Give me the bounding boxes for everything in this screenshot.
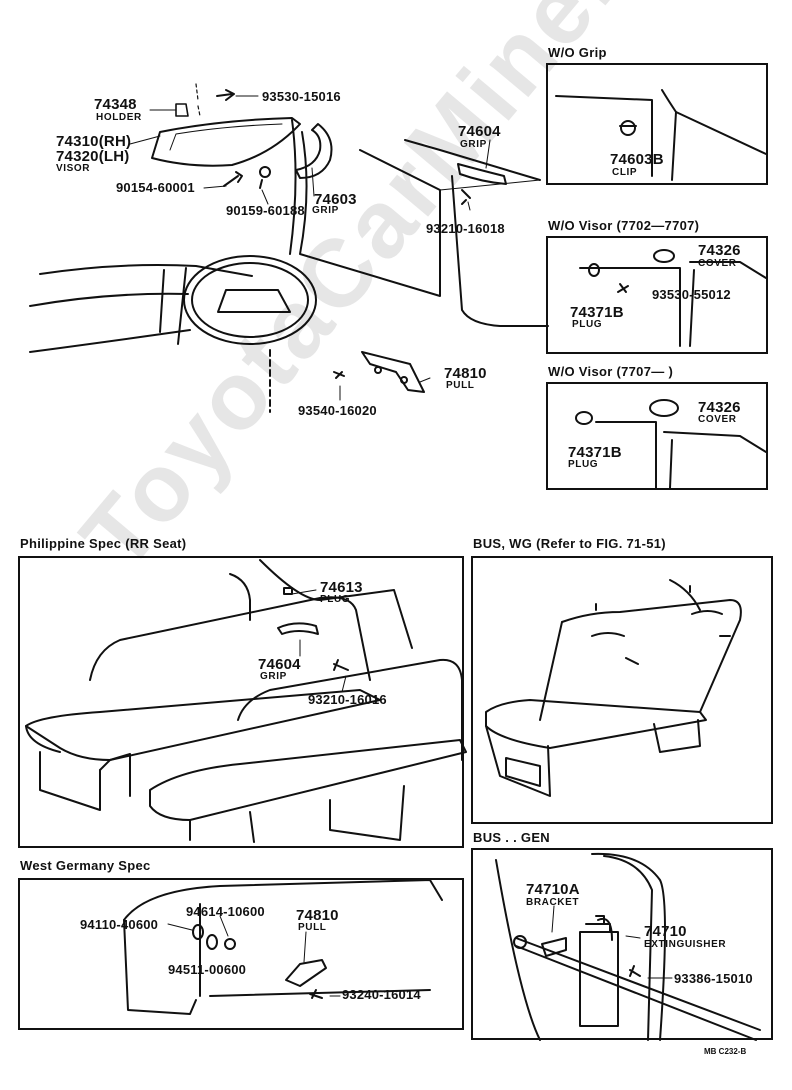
part-74371b-a: 74371B [570, 304, 624, 321]
cab-interior-drawing [29, 83, 549, 413]
heading-wo-visor-2: W/O Visor (7707— ) [548, 364, 674, 379]
bus-wg-seat-drawing [485, 579, 742, 797]
west-germany-drawing [123, 879, 443, 1015]
label-visor: VISOR [56, 163, 91, 174]
heading-bus-gen: BUS . . GEN [473, 830, 550, 845]
heading-bus-wg: BUS, WG (Refer to FIG. 71-51) [473, 536, 666, 551]
bus-gen-drawing [495, 852, 761, 1041]
part-74603b: 74603B [610, 151, 664, 168]
part-74326-b: 74326 [698, 399, 741, 416]
label-grip-74604: GRIP [460, 139, 487, 150]
part-74810-main: 74810 [444, 365, 487, 382]
west-germany-frame [18, 878, 464, 1030]
bus-gen-frame [471, 848, 773, 1040]
part-93210-16018: 93210-16018 [426, 221, 505, 236]
philippine-seats-drawing [25, 559, 467, 843]
part-74326-a: 74326 [698, 242, 741, 259]
label-cover-b: COVER [698, 414, 737, 425]
part-93540-16020: 93540-16020 [298, 403, 377, 418]
heading-wo-visor-1: W/O Visor (7702—7707) [548, 218, 700, 233]
label-plug-b: PLUG [568, 459, 599, 470]
part-74710a: 74710A [526, 881, 580, 898]
label-grip-phil: GRIP [260, 671, 287, 682]
part-93530-15016: 93530-15016 [262, 89, 341, 104]
part-74613: 74613 [320, 579, 363, 596]
part-90159-60188: 90159-60188 [226, 203, 305, 218]
part-93240-16014: 93240-16014 [342, 987, 421, 1002]
wo-grip-frame [546, 63, 768, 185]
part-93530-55012: 93530-55012 [652, 287, 731, 302]
part-74810-wg: 74810 [296, 907, 339, 924]
label-pull-wg: PULL [298, 922, 327, 933]
part-74604-phil: 74604 [258, 656, 301, 673]
label-clip: CLIP [612, 167, 638, 178]
label-plug-phil: PLUG [320, 594, 351, 605]
part-74310: 74310(RH) [56, 133, 132, 150]
wo-visor-2-drawing [575, 399, 767, 489]
part-93386-15010: 93386-15010 [674, 971, 753, 986]
label-cover-a: COVER [698, 258, 737, 269]
part-94511-00600: 94511-00600 [168, 962, 247, 977]
part-74320: 74320(LH) [56, 148, 130, 165]
heading-west-germany: West Germany Spec [20, 858, 151, 873]
part-90154-60001: 90154-60001 [116, 180, 195, 195]
bus-wg-frame [471, 556, 773, 824]
label-pull-main: PULL [446, 380, 475, 391]
label-holder: HOLDER [96, 112, 142, 123]
wo-grip-drawing [555, 89, 767, 181]
wo-visor-2-frame [546, 382, 768, 490]
label-extinguisher: EXTINGUISHER [644, 939, 727, 950]
part-74710: 74710 [644, 923, 687, 940]
label-bracket: BRACKET [526, 897, 580, 908]
wo-visor-1-drawing [579, 249, 767, 347]
part-74604: 74604 [458, 123, 501, 140]
footer-code: MB C232-B [704, 1047, 747, 1056]
part-74603: 74603 [314, 191, 357, 208]
part-74371b-b: 74371B [568, 444, 622, 461]
part-94614-10600: 94614-10600 [186, 904, 265, 919]
part-94110-40600: 94110-40600 [80, 917, 159, 932]
part-74348: 74348 [94, 96, 137, 113]
label-grip-74603: GRIP [312, 205, 339, 216]
label-plug-a: PLUG [572, 319, 603, 330]
part-93210-16016: 93210-16016 [308, 692, 387, 707]
heading-wo-grip: W/O Grip [548, 45, 607, 60]
philippine-frame [18, 556, 464, 848]
wo-visor-1-frame [546, 236, 768, 354]
heading-philippine: Philippine Spec (RR Seat) [20, 536, 187, 551]
